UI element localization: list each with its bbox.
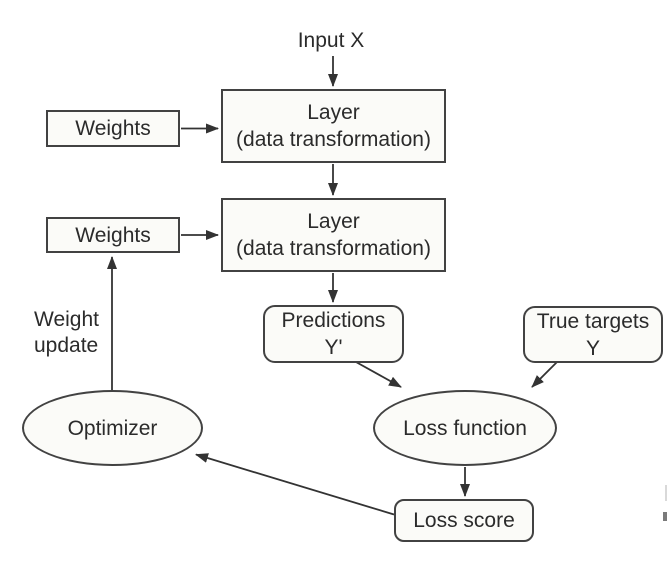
- true-targets-line2: Y: [585, 336, 600, 360]
- weights-1-label: Weights: [75, 117, 151, 140]
- node-predictions: Predictions Y': [263, 305, 404, 363]
- predictions-line2: Y': [324, 336, 343, 359]
- node-weights-2: Weights: [46, 217, 180, 253]
- layer-2-line2: (data transformation): [236, 237, 431, 260]
- layer-1-line1: Layer: [307, 101, 360, 124]
- node-weights-1: Weights: [46, 110, 180, 147]
- weight-update-label: Weight update: [34, 307, 99, 359]
- layer-2-line1: Layer: [307, 210, 360, 233]
- loss-function-label: Loss function: [403, 416, 527, 440]
- input-x-label: Input X: [297, 29, 365, 52]
- layer-1-line2: (data transformation): [236, 128, 431, 151]
- weight-update-line1: Weight: [34, 308, 99, 331]
- optimizer-label: Optimizer: [67, 416, 158, 440]
- node-loss-score: Loss score: [394, 499, 534, 542]
- page-edge-artifact-mark: [663, 512, 667, 521]
- arrow-truetargets-to-lossfunction: [531, 361, 558, 388]
- node-true-targets: True targets Y: [523, 306, 663, 363]
- page-edge-artifact-line: [665, 485, 667, 501]
- weights-2-label: Weights: [75, 223, 151, 247]
- arrow-predictions-to-lossfunction: [355, 361, 402, 388]
- node-loss-function: Loss function: [373, 390, 557, 466]
- arrow-lossscore-to-optimizer: [195, 453, 395, 516]
- predictions-line1: Predictions: [281, 309, 386, 332]
- node-layer-1: Layer (data transformation): [221, 89, 446, 163]
- true-targets-line1: True targets: [536, 309, 650, 333]
- node-layer-2: Layer (data transformation): [221, 198, 446, 272]
- node-optimizer: Optimizer: [22, 390, 203, 466]
- loss-score-label: Loss score: [413, 509, 515, 532]
- weight-update-line2: update: [34, 334, 99, 357]
